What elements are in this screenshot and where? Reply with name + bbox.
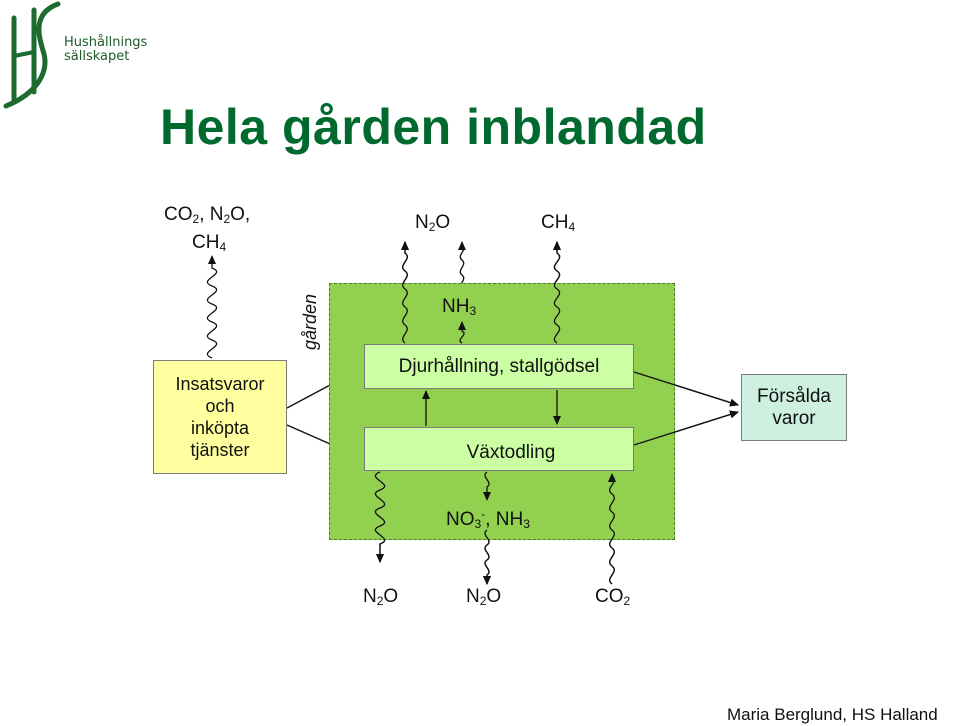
livestock-label: Djurhållning, stallgödsel <box>398 355 600 377</box>
top-n2o-label: N2O <box>415 212 451 234</box>
hs-logo-mark <box>3 1 61 109</box>
no3-nh3-label: NO3-, NH3 <box>446 507 530 531</box>
logo-text: Hushållnings sällskapet <box>64 36 147 64</box>
logo-line-2: sällskapet <box>64 49 130 64</box>
inputs-line-4: tjänster <box>190 440 250 460</box>
sold-line-1: Försålda <box>757 385 831 407</box>
sold-line-2: varor <box>772 407 816 429</box>
logo-line-1: Hushållnings <box>64 35 148 50</box>
nh3-label: NH3 <box>442 296 477 318</box>
footer-author: Maria Berglund, HS Halland <box>727 705 938 724</box>
inputs-line-2: och <box>205 396 235 416</box>
bottom-n2o-mid-label: N2O <box>466 586 502 608</box>
inputs-emissions-label: CO2, N2O, CH4 <box>164 204 251 254</box>
bottom-n2o-left-label: N2O <box>363 586 399 608</box>
inputs-line-1: Insatsvaror <box>175 374 265 394</box>
page-title: Hela gården inblandad <box>160 99 707 155</box>
livestock-box: Djurhållning, stallgödsel <box>364 344 634 389</box>
inputs-box: Insatsvaror och inköpta tjänster <box>153 360 287 474</box>
top-ch4-label: CH4 <box>541 212 576 234</box>
bottom-co2-label: CO2 <box>595 586 631 608</box>
inputs-line-3: inköpta <box>190 418 250 438</box>
crops-box: Växtodling <box>364 427 634 471</box>
crops-label: Växtodling <box>466 442 556 463</box>
farm-boundary <box>329 283 675 540</box>
sold-goods-box: Försålda varor <box>741 374 847 441</box>
